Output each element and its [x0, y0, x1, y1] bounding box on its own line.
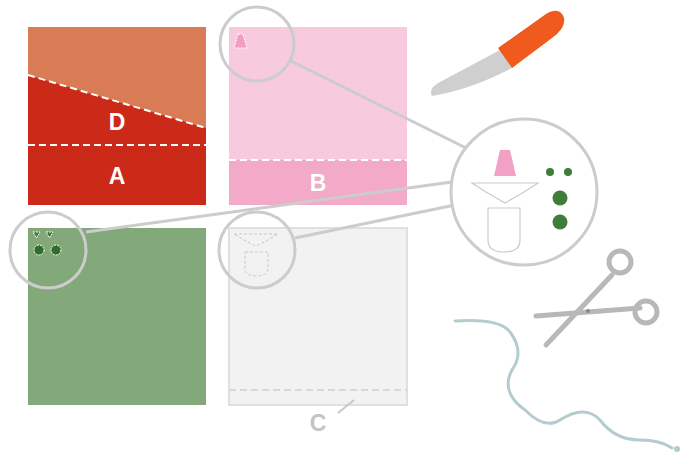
piece-letter: D — [109, 111, 126, 134]
piece-letter: A — [109, 165, 126, 188]
piece-letter: C — [310, 412, 327, 435]
fabric-band: A — [28, 148, 206, 205]
fabric-band: D — [28, 100, 206, 145]
fabric-band: B — [229, 162, 407, 205]
piece-letter: B — [310, 172, 327, 195]
